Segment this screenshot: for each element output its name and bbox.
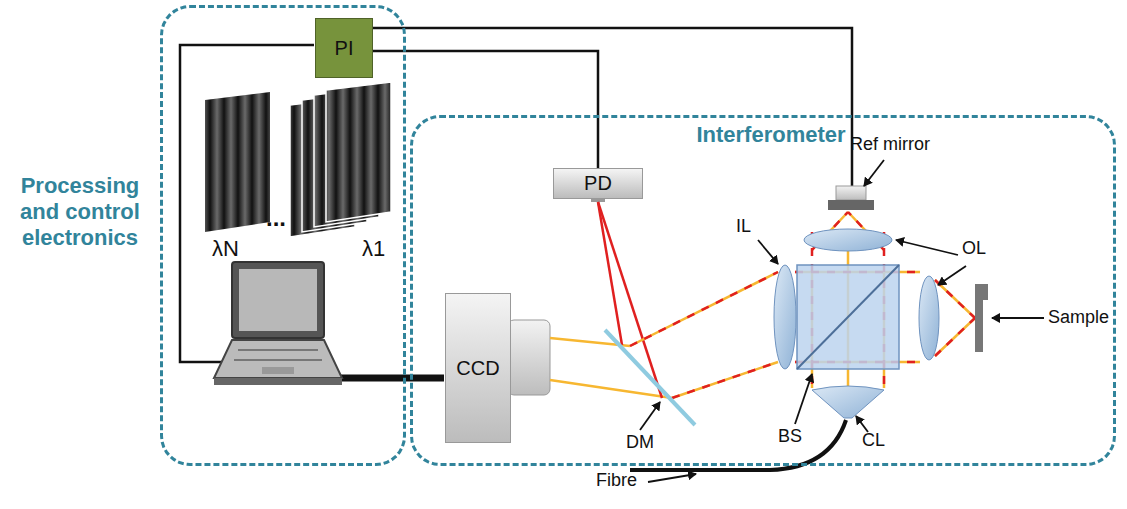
part-label: CL: [862, 430, 885, 451]
part-label: ...: [266, 204, 286, 232]
part-label: IL: [736, 216, 751, 237]
part-label: OL: [962, 238, 986, 259]
signal-wire: [373, 51, 598, 168]
sample: [975, 284, 988, 352]
dichroic-mirror: [605, 330, 695, 425]
part-label: Fibre: [596, 470, 637, 491]
reference-mirror: [828, 186, 874, 210]
region-title: Processing and control electronics: [5, 173, 155, 251]
fibre: [630, 420, 846, 470]
box-label: CCD: [456, 357, 499, 380]
camera-box: CCD: [445, 293, 511, 443]
beam-splitter: [797, 265, 899, 369]
part-label: λ1: [362, 236, 385, 262]
part-label: λN: [212, 236, 239, 262]
box-label: PD: [584, 172, 612, 195]
box-label: PI: [335, 37, 354, 60]
beam: [550, 202, 975, 398]
wire: [180, 28, 852, 362]
camera-lens: [508, 320, 550, 395]
controller-box: PI: [315, 18, 373, 78]
dashed-region: Processing and control electronicsPI: [160, 5, 406, 466]
dashed-region: InterferometerPD CCD: [410, 115, 1116, 466]
fringe-images: [205, 82, 391, 237]
laptop: [214, 262, 342, 385]
leader-line: [640, 160, 1044, 482]
objective-lens: [919, 276, 939, 360]
part-label: Ref mirror: [850, 134, 930, 155]
part-label: BS: [778, 426, 802, 447]
part-label: Sample: [1048, 307, 1109, 328]
part-label: DM: [626, 432, 654, 453]
objective-lens: [804, 229, 892, 251]
collimating-lens: [812, 386, 884, 418]
region-title: Interferometer: [661, 122, 881, 148]
imaging-lens: [774, 265, 796, 369]
photodiode-box: PD: [553, 168, 643, 199]
